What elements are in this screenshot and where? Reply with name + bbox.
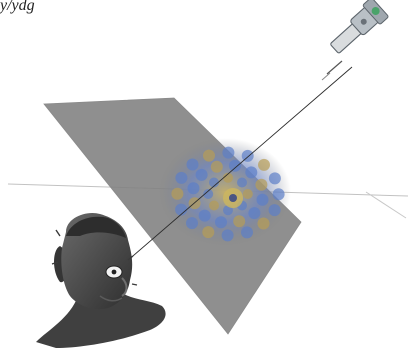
rose-petal [222,229,234,241]
projector-camera-icon [322,0,389,80]
rose-petal [211,161,223,173]
head-scan-icon [36,213,166,348]
rose-petal [187,159,199,171]
rose-petal [188,182,200,194]
rose-petal [222,147,234,159]
rose-petal [233,215,245,227]
rose-petal [258,159,270,171]
rose-petal [171,188,183,200]
rose-petal [175,172,187,184]
rose-petal [175,204,187,216]
rose-petal [243,189,253,199]
rose-petal [269,172,281,184]
rose-petal [196,169,208,181]
rose-petal [203,150,215,162]
rose-petal [248,207,260,219]
rose-petal [215,216,227,228]
rose-petal [229,160,241,172]
rose-petal [255,179,267,191]
rose-petal [237,178,247,188]
rose-petal [202,226,214,238]
rose-window-icon [159,138,291,246]
rose-petal [258,218,270,230]
rose-petal [245,166,257,178]
rose-petal [269,204,281,216]
rose-petal [209,201,219,211]
rose-petal [257,194,269,206]
rose-petal [241,226,253,238]
rose-petal [186,217,198,229]
rose-petal [273,188,285,200]
rose-petal [199,210,211,222]
